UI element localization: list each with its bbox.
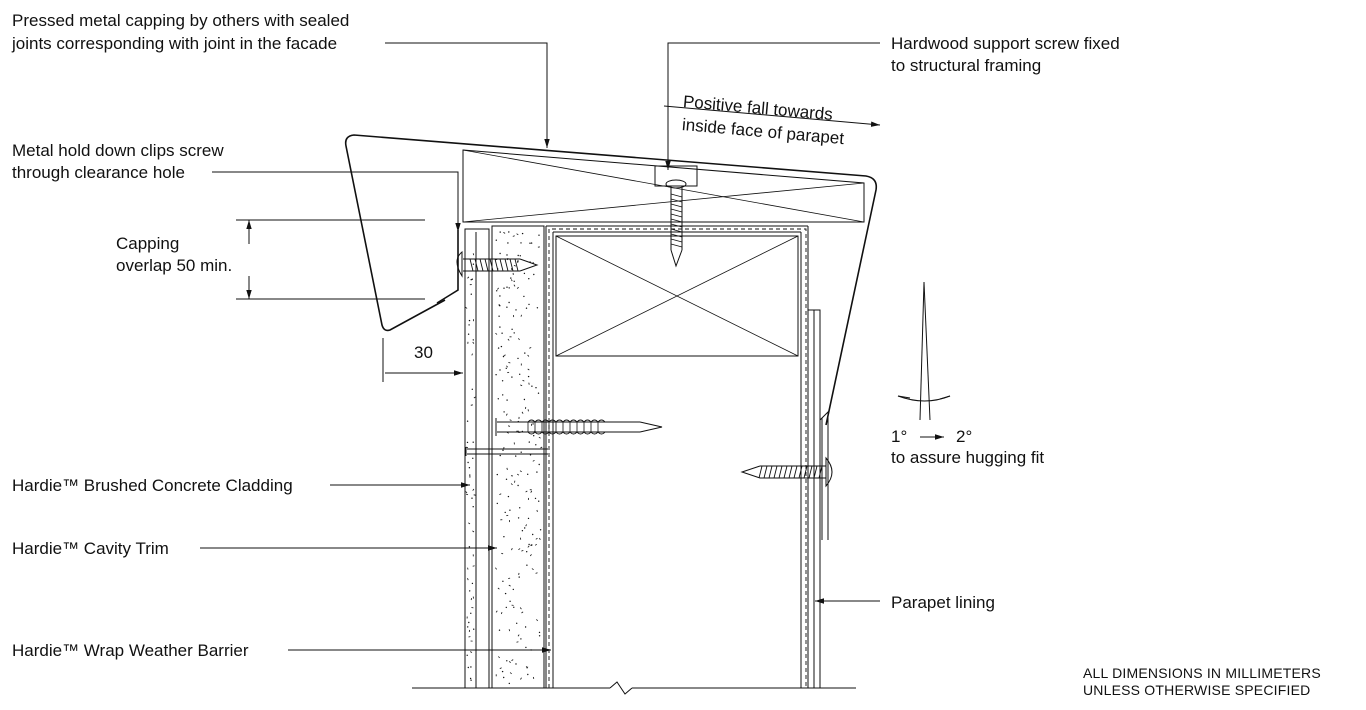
metal-capping [344, 134, 878, 540]
clips-label-line2: through clearance hole [12, 163, 185, 182]
angle-note-label: to assure hugging fit [891, 448, 1045, 467]
screw-label-line1: Hardwood support screw fixed [891, 34, 1120, 53]
structural-framing [545, 225, 809, 688]
framing-nail [495, 418, 663, 436]
overlap-dimension [236, 219, 425, 300]
dimensions-note-line1: ALL DIMENSIONS IN MILLIMETERS [1083, 665, 1321, 681]
capping-label-line1: Pressed metal capping by others with sea… [12, 11, 350, 30]
screw-label-line2: to structural framing [891, 56, 1042, 75]
wrap-label: Hardie™ Wrap Weather Barrier [12, 641, 249, 660]
cladding-label: Hardie™ Brushed Concrete Cladding [12, 476, 293, 495]
overlap-label-line2: overlap 50 min. [116, 256, 233, 275]
angle-symbol [897, 281, 951, 440]
angle-1-label: 1° [891, 427, 908, 446]
angle-2-label: 2° [956, 427, 973, 446]
capping-label-line2: joints corresponding with joint in the f… [12, 34, 338, 53]
cladding-board [464, 228, 490, 689]
cladding-nail [465, 447, 548, 456]
top-plate [555, 235, 799, 357]
hardwood-support-screw [654, 165, 698, 268]
dim-30 [382, 338, 463, 382]
weather-barrier [548, 228, 807, 688]
concrete-board [491, 225, 545, 689]
concrete-speckle [465, 231, 543, 685]
dimensions-note-line2: UNLESS OTHERWISE SPECIFIED [1083, 682, 1311, 698]
cavity-trim-label: Hardie™ Cavity Trim [12, 539, 169, 558]
fall-arrow [663, 105, 881, 127]
overlap-label-line1: Capping [116, 234, 180, 253]
parapet-lining [807, 309, 821, 689]
lining-screw [740, 456, 833, 488]
clip-screw [456, 250, 539, 278]
dimension-30-label: 30 [414, 343, 433, 362]
parapet-lining-label: Parapet lining [891, 593, 995, 612]
leader-lines [200, 42, 880, 653]
clips-label-line1: Metal hold down clips screw [12, 141, 224, 160]
